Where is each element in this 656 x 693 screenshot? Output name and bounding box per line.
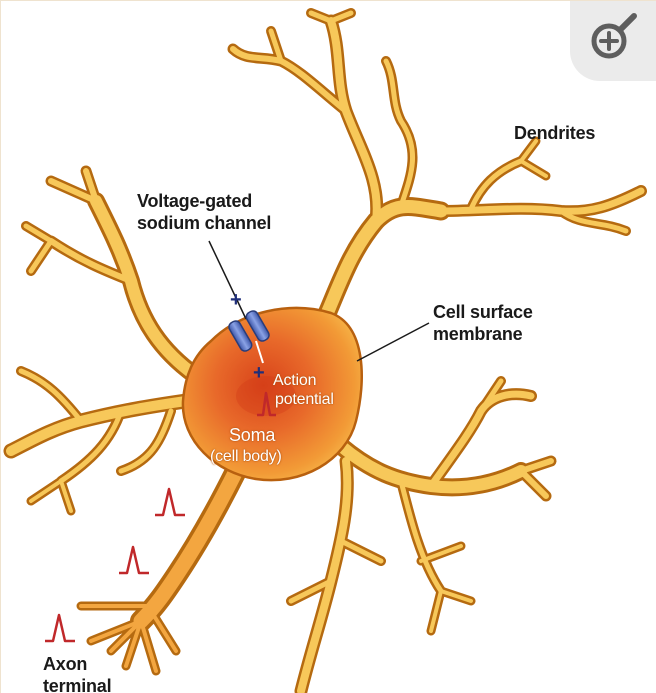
action-potential-label-line1: Action: [273, 372, 317, 389]
spike-soma: [257, 391, 276, 417]
sodium-channel-label-line1: Voltage-gated: [137, 191, 253, 211]
cell-membrane-label-line2: membrane: [433, 324, 523, 344]
zoom-in-icon: [591, 13, 637, 59]
spike-axon-middle: [119, 545, 149, 575]
plus-sign-outside: +: [230, 289, 242, 311]
dendrites-fill: [6, 10, 645, 693]
channel-leader-line: [208, 240, 247, 320]
ion-flow-arrow: [255, 340, 264, 364]
cell-membrane-label-line1: Cell surface: [433, 302, 533, 322]
zoom-button[interactable]: [570, 1, 656, 81]
soma-sublabel: (cell body): [210, 448, 282, 465]
dendrites-label: Dendrites: [514, 123, 596, 143]
soma-body: [181, 306, 363, 482]
spike-axon-lower: [45, 613, 75, 643]
sodium-channel-label-line2: sodium channel: [137, 213, 272, 233]
axon-terminal-label-line1: Axon: [43, 654, 88, 674]
spike-axon-upper: [155, 487, 185, 517]
sodium-channel: [228, 310, 270, 352]
axon-terminal-label-line2: terminal: [43, 676, 112, 693]
membrane-leader-line: [356, 322, 430, 362]
soma-label: Soma: [229, 425, 276, 445]
plus-sign-inside: +: [253, 362, 265, 384]
action-potential-label-line2: potential: [275, 391, 334, 408]
